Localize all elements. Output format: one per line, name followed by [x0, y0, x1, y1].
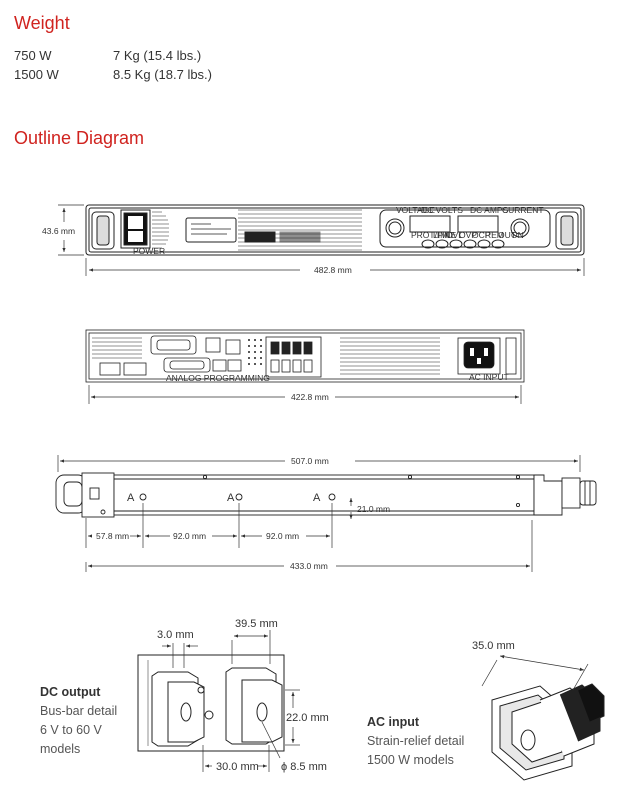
strain-relief-detail [491, 683, 605, 781]
busbar-spacing-dim: 30.0 mm [216, 761, 259, 773]
button-label-ovl: OVL [446, 230, 463, 240]
button-label-ovp: OVP [459, 230, 477, 240]
weight-value-750: 7 Kg (15.4 lbs.) [113, 48, 202, 63]
weight-value-1500: 8.5 Kg (18.7 lbs.) [113, 67, 212, 82]
button-label-limit: LIMIT [433, 230, 455, 240]
button-label-out: OUT [498, 230, 516, 240]
dc-output-line-2: 6 V to 60 V [40, 723, 102, 737]
side-hole-offset-dim: 21.0 mm [357, 504, 390, 514]
button-label-on: ON [511, 230, 524, 240]
ac-input-label: AC INPUT [469, 372, 509, 382]
busbar-height-dim: 22.0 mm [286, 712, 329, 724]
busbar-thickness-dim: 3.0 mm [157, 629, 194, 641]
side-length-dim: 507.0 mm [291, 456, 329, 466]
side-dim-57-8: 57.8 mm [96, 531, 129, 541]
button-label-rem: REM [485, 230, 504, 240]
front-width-dim: 482.8 mm [314, 265, 352, 275]
front-panel-view [85, 204, 585, 256]
side-hole-label-3: A [313, 492, 321, 504]
rear-panel-view [85, 329, 525, 383]
side-dim-92-b: 92.0 mm [266, 531, 299, 541]
dc-output-line-3: models [40, 742, 81, 756]
side-total-dim: 433.0 mm [290, 561, 328, 571]
dc-output-title: DC output [40, 685, 101, 699]
side-hole-label-1: A [127, 492, 135, 504]
weight-heading: Weight [14, 13, 70, 33]
busbar-width-dim: 39.5 mm [235, 618, 278, 630]
panel-label-dc-volts: DC VOLTS [421, 205, 463, 215]
side-view [55, 472, 597, 518]
side-dim-92-a: 92.0 mm [173, 531, 206, 541]
ac-input-line-1: Strain-relief detail [367, 734, 465, 748]
panel-label-dc-amps: DC AMPS [470, 205, 509, 215]
weight-model-1500: 1500 W [14, 67, 59, 82]
strain-relief-depth-dim: 35.0 mm [472, 640, 515, 652]
side-hole-label-2: A [227, 492, 235, 504]
power-label: POWER [133, 246, 165, 256]
bus-bar-detail [137, 654, 285, 752]
rear-width-dim: 422.8 mm [291, 392, 329, 402]
ac-input-title: AC input [367, 715, 420, 729]
dc-output-line-1: Bus-bar detail [40, 704, 118, 718]
outline-diagram-heading: Outline Diagram [14, 128, 145, 148]
analog-programming-label: ANALOG PROGRAMMING [166, 373, 270, 383]
panel-label-current: CURRENT [502, 205, 544, 215]
ac-input-caption: AC input Strain-relief detail 1500 W mod… [367, 713, 464, 770]
button-label-prot-fine: PROT/FINE [411, 230, 457, 240]
weight-model-750: 750 W [14, 48, 52, 63]
dc-output-caption: DC output Bus-bar detail 6 V to 60 V mod… [40, 683, 117, 759]
ac-input-line-2: 1500 W models [367, 753, 454, 767]
button-label-ocp: OCP [472, 230, 491, 240]
panel-label-voltage: VOLTAGE [396, 205, 435, 215]
front-height-dim: 43.6 mm [42, 226, 75, 236]
busbar-hole-dim: ϕ 8.5 mm [281, 761, 327, 773]
